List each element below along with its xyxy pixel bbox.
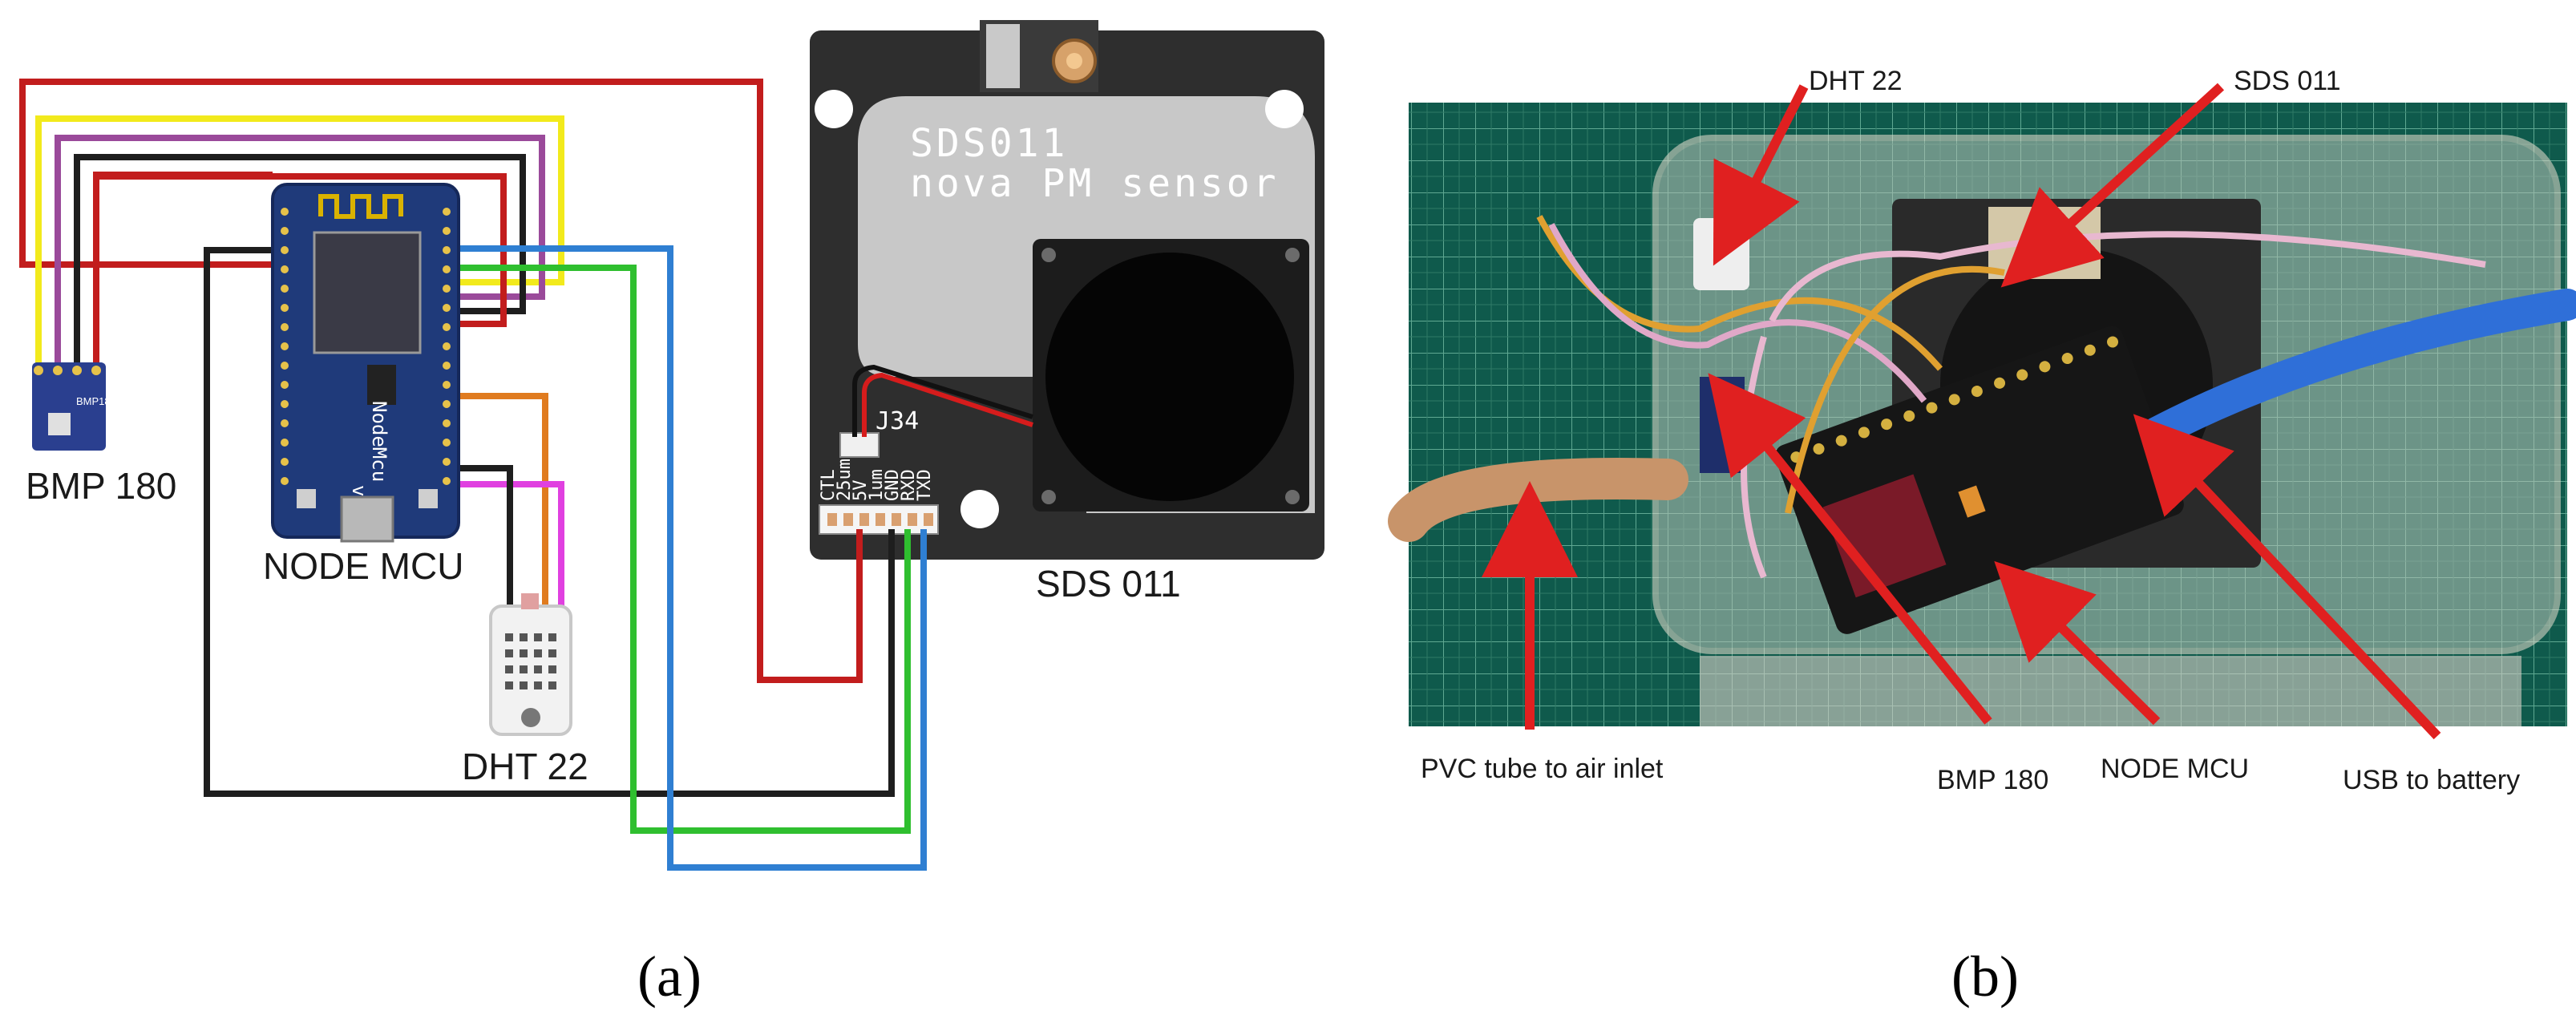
flash-button <box>419 489 438 508</box>
caption-a: (a) <box>637 944 702 1009</box>
sds-model-text: SDS011 <box>910 121 1068 166</box>
pin-label-gnd: GND <box>883 469 903 501</box>
pin-label-5v: 5V <box>851 480 871 502</box>
label-b-usb: USB to battery <box>2343 765 2520 795</box>
sds-mount-hole <box>1265 90 1304 128</box>
sds-connector-label: J34 <box>876 407 919 435</box>
sds-mount-hole <box>815 90 853 128</box>
wire-green-rxd <box>457 265 911 834</box>
arrow-sds011 <box>2000 83 2225 288</box>
wire-red-bmp <box>93 173 507 367</box>
node-mcu-photo <box>1774 326 2184 634</box>
bmp180-module: BMP180 <box>32 362 116 451</box>
arrow-usb <box>2133 414 2441 740</box>
wire-black-gnd <box>204 247 895 797</box>
wire-purple <box>55 135 545 367</box>
mcu-board-label: NodeMcu <box>368 401 390 482</box>
mcu-pin-row-left <box>281 208 289 485</box>
label-b-pvc: PVC tube to air inlet <box>1421 754 1664 784</box>
pin-label-1um: 1um <box>867 469 887 501</box>
dht22-mount-hole <box>521 708 540 727</box>
sds011-sensor: SDS011 nova PM sensor J34 CTL 25um 5V 1u… <box>810 20 1324 560</box>
dht22-vent-grid <box>505 633 556 689</box>
mcu-pin-row-right <box>443 208 451 485</box>
label-b-dht22: DHT 22 <box>1809 66 1903 96</box>
sds-mount-hole <box>960 490 999 528</box>
label-b-bmp180: BMP 180 <box>1937 765 2048 795</box>
wire-orange <box>457 393 548 609</box>
arrow-dht22 <box>1713 84 1809 266</box>
pin-label-25um: 25um <box>835 459 855 501</box>
bmp-chip-text: BMP180 <box>76 395 116 407</box>
esp-module-shield <box>313 231 422 354</box>
label-sds011: SDS 011 <box>1036 563 1181 605</box>
pin-label-txd: TXD <box>915 469 935 501</box>
dht22-photo <box>1693 218 1749 290</box>
sds-pin-labels: CTL 25um 5V 1um GND RXD TXD <box>819 459 935 501</box>
sds-fan-icon <box>1045 253 1294 501</box>
bmp180-photo <box>1700 377 1745 473</box>
wire-blue-txd <box>457 245 927 871</box>
caption-b: (b) <box>1951 944 2019 1009</box>
usb-port-icon <box>340 495 394 543</box>
j34-connector <box>839 432 880 458</box>
pin-label-rxd: RXD <box>899 469 919 501</box>
label-b-sds011: SDS 011 <box>2234 66 2341 96</box>
wifi-antenna-icon <box>318 194 403 219</box>
wire-yellow <box>35 115 564 367</box>
dht22-sensor <box>489 593 572 736</box>
panel-a-wiring-diagram: SDS011 nova PM sensor J34 CTL 25um 5V 1u… <box>19 20 1324 1009</box>
label-dht22: DHT 22 <box>462 746 588 787</box>
wires <box>19 79 927 871</box>
label-bmp180: BMP 180 <box>26 465 176 507</box>
arrow-bmp180 <box>1708 373 1992 725</box>
arrow-node-mcu <box>1994 560 2161 726</box>
sds-brand-text: nova PM sensor <box>910 161 1280 206</box>
pin-label-ctl: CTL <box>819 469 839 501</box>
usb-cable <box>2141 289 2576 449</box>
label-b-node-mcu: NODE MCU <box>2101 754 2249 784</box>
rst-button <box>297 489 316 508</box>
wire-black-dht <box>457 465 513 609</box>
wire-magenta <box>457 481 564 609</box>
photo-arrows <box>1482 83 2441 740</box>
label-node-mcu: NODE MCU <box>263 545 463 587</box>
node-mcu-board: NodeMcu v3 <box>271 183 460 543</box>
panel-b-photo: DHT 22 SDS 011 PVC tube to air inlet BMP… <box>1388 66 2576 1009</box>
